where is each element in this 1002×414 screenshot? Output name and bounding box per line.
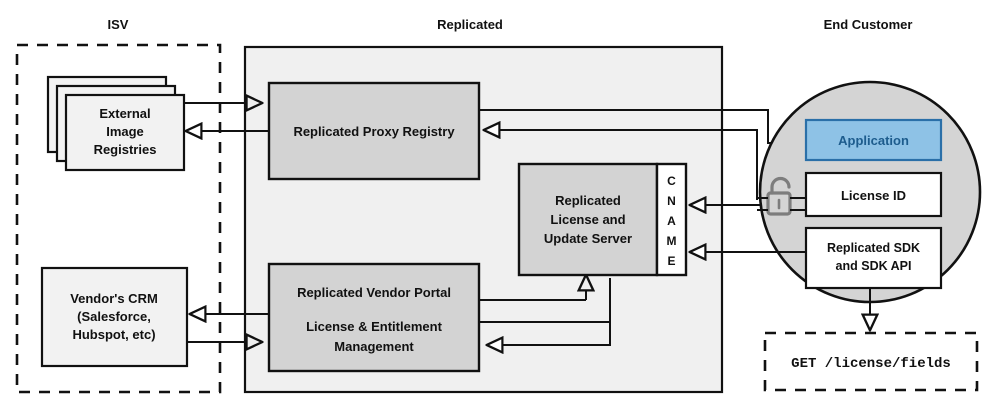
isv-boundary [15,43,222,394]
padlock-body [766,191,792,216]
group-title-end-customer: End Customer [824,17,913,32]
cname-tab-rect [655,162,688,277]
registry-stack-front [64,93,186,172]
replicated-proxy-registry-label: Replicated Proxy Registry [293,124,455,139]
replicated-sdk-box: Replicated SDK and SDK API [804,226,943,290]
unlocked-padlock-icon [757,176,806,216]
cname-letter-m: M [667,234,677,248]
cname-letter-n: N [667,194,676,208]
cname-letter-c: C [667,174,676,188]
cname-letter-a: A [667,214,676,228]
replicated-sdk-rect [804,226,943,290]
application-label: Application [838,133,909,148]
registry-label-line2: Image [106,124,144,139]
replicated-proxy-registry-box: Replicated Proxy Registry [267,81,481,181]
license-update-server-label-line3: Update Server [544,231,632,246]
vendors-crm-label-line3: Hubspot, etc) [72,327,155,342]
vendor-portal-label-line3: Management [334,339,414,354]
vendors-crm-box: Vendor's CRM (Salesforce, Hubspot, etc) [40,266,189,368]
registry-label-line3: Registries [94,142,157,157]
application-box: Application [804,118,943,162]
vendor-portal-label-line2: License & Entitlement [306,319,442,334]
license-update-server-label-line2: License and [550,212,625,227]
replicated-proxy-registry-rect [267,81,481,181]
external-image-registries-box: External Image Registries [46,75,186,172]
license-id-box: License ID [804,171,943,218]
replicated-vendor-portal-box: Replicated Vendor Portal License & Entit… [267,262,481,373]
license-id-rect [804,171,943,218]
replicated-sdk-label-line2: and SDK API [836,259,912,273]
vendors-crm-rect [40,266,189,368]
registry-label-line1: External [99,106,150,121]
group-title-isv: ISV [108,17,129,32]
padlock-shackle [770,176,791,195]
replicated-license-and-update-server-box: Replicated License and Update Server C N… [517,162,688,277]
cname-letter-e: E [667,254,675,268]
api-callout-boundary [763,331,979,392]
vendor-portal-label-line1: Replicated Vendor Portal [297,285,451,300]
license-update-server-rect [517,162,659,277]
replicated-sdk-label-line1: Replicated SDK [827,241,920,255]
connector-customer-to-proxy [484,130,758,200]
vendors-crm-label-line1: Vendor's CRM [70,291,158,306]
connector-license-server-to-portal [487,278,611,345]
application-rect [804,118,943,162]
license-id-label: License ID [841,188,906,203]
replicated-vendor-portal-rect [267,262,481,373]
group-title-replicated: Replicated [437,17,503,32]
get-license-fields-callout: GET /license/fields [763,331,979,392]
api-callout-label: GET /license/fields [791,356,951,372]
vendors-crm-label-line2: (Salesforce, [77,309,151,324]
license-update-server-label-line1: Replicated [555,193,621,208]
